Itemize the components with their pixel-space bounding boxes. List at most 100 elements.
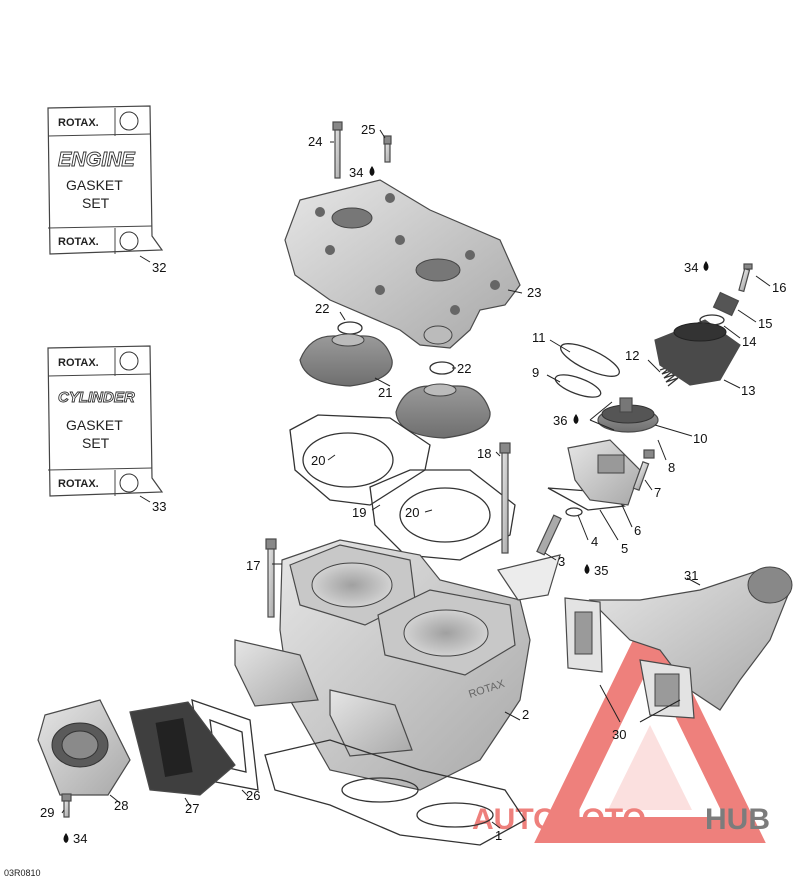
- callout-7: 7: [654, 485, 661, 500]
- callout-12: 12: [625, 348, 639, 363]
- callout-11: 11: [532, 330, 546, 345]
- callout-20: 20: [311, 453, 325, 468]
- card-line-1: GASKET: [66, 417, 123, 433]
- callout-16: 16: [772, 280, 786, 295]
- callout-24: 24: [308, 134, 322, 149]
- cylinder-bolt: [499, 442, 511, 554]
- o-ring: [337, 321, 363, 335]
- callout-10: 10: [693, 431, 707, 446]
- callout-19: 19: [352, 505, 366, 520]
- callout-17: 17: [246, 558, 260, 573]
- engine-gasket-set-card: ROTAX. ENGINE GASKET SET ROTAX. 32: [47, 105, 166, 275]
- card-brand-top: ROTAX.: [58, 117, 99, 129]
- callout-31: 31: [684, 568, 698, 583]
- svg-text:34: 34: [73, 831, 87, 846]
- card-brand-bottom: ROTAX.: [58, 478, 99, 490]
- valve-cap: [712, 291, 740, 317]
- callout-6: 6: [634, 523, 641, 538]
- callout-34-right: 34: [684, 260, 709, 275]
- card-title: CYLINDER: [58, 389, 135, 406]
- cover-seal: [699, 314, 725, 326]
- callouts: 1 2 3 4 5 6 7 8 9 10 11 12 13 14 15 16 1…: [40, 122, 786, 846]
- cylinder-head: [284, 179, 521, 349]
- liquid-drop-icon: [369, 166, 375, 176]
- intake-adapter: [37, 699, 131, 796]
- gauge-icon: [119, 231, 139, 251]
- combustion-chamber-insert: [299, 333, 393, 387]
- diagram-reference-code: 03R0810: [4, 868, 41, 878]
- callout-9: 9: [532, 365, 539, 380]
- card-line-2: SET: [82, 195, 110, 211]
- leader-lines: [61, 129, 771, 829]
- base-gasket: [264, 739, 526, 846]
- callout-26: 26: [246, 788, 260, 803]
- callout-25: 25: [361, 122, 375, 137]
- callout-22: 22: [457, 361, 471, 376]
- valve-housing: [567, 439, 641, 506]
- watermark-logo: AUTOMOTO HUB: [472, 605, 770, 843]
- callout-22: 22: [315, 301, 329, 316]
- callout-4: 4: [591, 534, 598, 549]
- liquid-drop-icon: [703, 261, 709, 271]
- callout-32: 32: [152, 260, 166, 275]
- head-gasket: [289, 414, 516, 561]
- callout-34-bottom: 34: [63, 831, 87, 846]
- adapter-screw: [61, 793, 72, 818]
- card-line-2: SET: [82, 435, 110, 451]
- watermark-text-secondary: HUB: [705, 803, 770, 836]
- callout-13: 13: [741, 383, 755, 398]
- callout-3: 3: [558, 554, 565, 569]
- exhaust-valve: [497, 514, 562, 601]
- cylinder-block: ROTAX: [279, 539, 531, 791]
- watermark-text-primary: AUTOMOTO: [472, 803, 646, 836]
- gauge-icon: [119, 111, 139, 131]
- callout-23: 23: [527, 285, 541, 300]
- callout-18: 18: [477, 446, 491, 461]
- callout-34-top: 34: [349, 165, 375, 180]
- stud-screw: [383, 135, 392, 163]
- callout-15: 15: [758, 316, 772, 331]
- valve-cover: [654, 319, 741, 386]
- callout-33: 33: [152, 499, 166, 514]
- cap-screw: [738, 263, 753, 293]
- valve-bellows-ring: [560, 343, 620, 377]
- card-line-1: GASKET: [66, 177, 123, 193]
- callout-35: 35: [584, 563, 608, 578]
- callout-36: 36: [553, 413, 579, 428]
- reed-valve-block: [234, 639, 413, 757]
- liquid-drop-icon: [573, 414, 579, 424]
- callout-1: 1: [495, 828, 502, 843]
- cylinder-bolt: [265, 538, 277, 618]
- gauge-icon: [119, 351, 139, 371]
- o-ring: [429, 361, 455, 375]
- callout-29: 29: [40, 805, 54, 820]
- callout-2: 2: [522, 707, 529, 722]
- svg-text:34: 34: [684, 260, 698, 275]
- callout-27: 27: [185, 801, 199, 816]
- combustion-chamber-insert: [395, 383, 491, 439]
- callout-5: 5: [621, 541, 628, 556]
- svg-text:36: 36: [553, 413, 567, 428]
- card-title: ENGINE: [58, 149, 135, 171]
- svg-text:35: 35: [594, 563, 608, 578]
- gauge-icon: [119, 473, 139, 493]
- reed-valve-cage: [129, 701, 236, 796]
- liquid-drop-icon: [63, 833, 69, 843]
- liquid-drop-icon: [584, 564, 590, 574]
- card-brand-top: ROTAX.: [58, 357, 99, 369]
- callout-8: 8: [668, 460, 675, 475]
- card-brand-bottom: ROTAX.: [58, 236, 99, 248]
- valve-o-ring: [554, 374, 602, 398]
- callout-14: 14: [742, 334, 756, 349]
- cylinder-gasket-set-card: ROTAX. CYLINDER GASKET SET ROTAX. 33: [47, 345, 166, 514]
- svg-text:34: 34: [349, 165, 363, 180]
- exhaust-manifold: [564, 566, 793, 719]
- callout-21: 21: [378, 385, 392, 400]
- callout-30: 30: [612, 727, 626, 742]
- valve-piston: [597, 397, 659, 433]
- cylinder-head-bolt: [332, 121, 343, 179]
- housing-screw: [632, 449, 655, 491]
- callout-20: 20: [405, 505, 419, 520]
